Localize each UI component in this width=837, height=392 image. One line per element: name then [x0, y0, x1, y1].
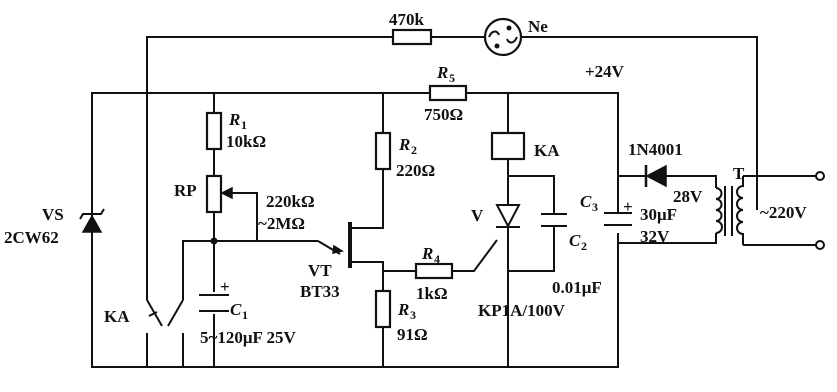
capacitor-c1: [199, 294, 229, 312]
resistor-r2: [374, 131, 392, 171]
label-c2-sub: 2: [581, 239, 587, 253]
label-c3-sub: 3: [592, 200, 598, 214]
junction-dot: [210, 237, 218, 245]
label-r3: R: [397, 300, 409, 319]
resistor-r4: [414, 262, 454, 280]
label-c1: C: [230, 300, 242, 319]
label-r2: R: [398, 135, 410, 154]
label-ka-contact: KA: [104, 307, 130, 326]
label-r4: R: [421, 244, 433, 263]
label-r3-value: 91Ω: [397, 325, 428, 344]
label-t-secondary: 28V: [673, 187, 703, 206]
label-c2-value: 0.01μF: [552, 278, 602, 297]
thyristor-v: [495, 204, 521, 229]
label-c3-value-2: 32V: [640, 227, 670, 246]
resistor-r1: [205, 111, 223, 151]
label-rp-value-1: 220kΩ: [266, 192, 315, 211]
label-r5-value: 750Ω: [424, 105, 463, 124]
capacitor-c2: [541, 213, 567, 227]
label-v-value: KP1A/100V: [478, 301, 566, 320]
label-470k: 470k: [389, 10, 425, 29]
label-c3-plus: +: [623, 197, 633, 216]
label-supply: +24V: [585, 62, 625, 81]
label-r2-sub: 2: [411, 143, 417, 157]
label-r1: R: [228, 110, 240, 129]
label-ka-coil: KA: [534, 141, 560, 160]
zener-diode-vs: [79, 205, 105, 252]
label-vt: VT: [308, 261, 332, 280]
label-rp: RP: [174, 181, 197, 200]
neon-lamp-icon: [483, 17, 523, 57]
label-r4-value: 1kΩ: [416, 284, 448, 303]
wiring: [91, 36, 820, 368]
relay-contact-ka: [146, 299, 184, 367]
label-1n4001: 1N4001: [628, 140, 683, 159]
label-c3-value-1: 30μF: [640, 205, 677, 224]
label-r5: R: [436, 63, 448, 82]
capacitor-c3: [604, 212, 632, 226]
labels: 470k Ne R 5 750Ω +24V R 1 10kΩ R 2 220Ω …: [4, 10, 807, 347]
relay-coil-ka: [490, 131, 526, 161]
label-rp-value-2: ~2MΩ: [258, 214, 305, 233]
label-t: T: [733, 164, 745, 183]
transformer-t: [715, 171, 825, 250]
label-vs: VS: [42, 205, 64, 224]
resistor-r3: [374, 289, 392, 329]
label-c1-plus: +: [220, 277, 230, 296]
resistor-470k: [391, 28, 433, 46]
label-r1-value: 10kΩ: [226, 132, 266, 151]
label-r5-sub: 5: [449, 71, 455, 85]
resistor-r5: [428, 84, 468, 102]
diode-1n4001: [644, 164, 667, 188]
label-ne: Ne: [528, 17, 548, 36]
label-r2-value: 220Ω: [396, 161, 435, 180]
label-r1-sub: 1: [241, 118, 247, 132]
unijunction-transistor-vt: [332, 222, 357, 268]
label-c1-value: 5~120μF 25V: [200, 328, 296, 347]
label-c3: C: [580, 192, 592, 211]
label-vs-value: 2CW62: [4, 228, 59, 247]
label-v: V: [471, 206, 484, 225]
label-vt-value: BT33: [300, 282, 340, 301]
label-r3-sub: 3: [410, 308, 416, 322]
label-c2: C: [569, 231, 581, 250]
potentiometer-rp: [205, 174, 233, 214]
label-c1-sub: 1: [242, 308, 248, 322]
label-t-primary: ~220V: [760, 203, 807, 222]
label-r4-sub: 4: [434, 252, 440, 266]
